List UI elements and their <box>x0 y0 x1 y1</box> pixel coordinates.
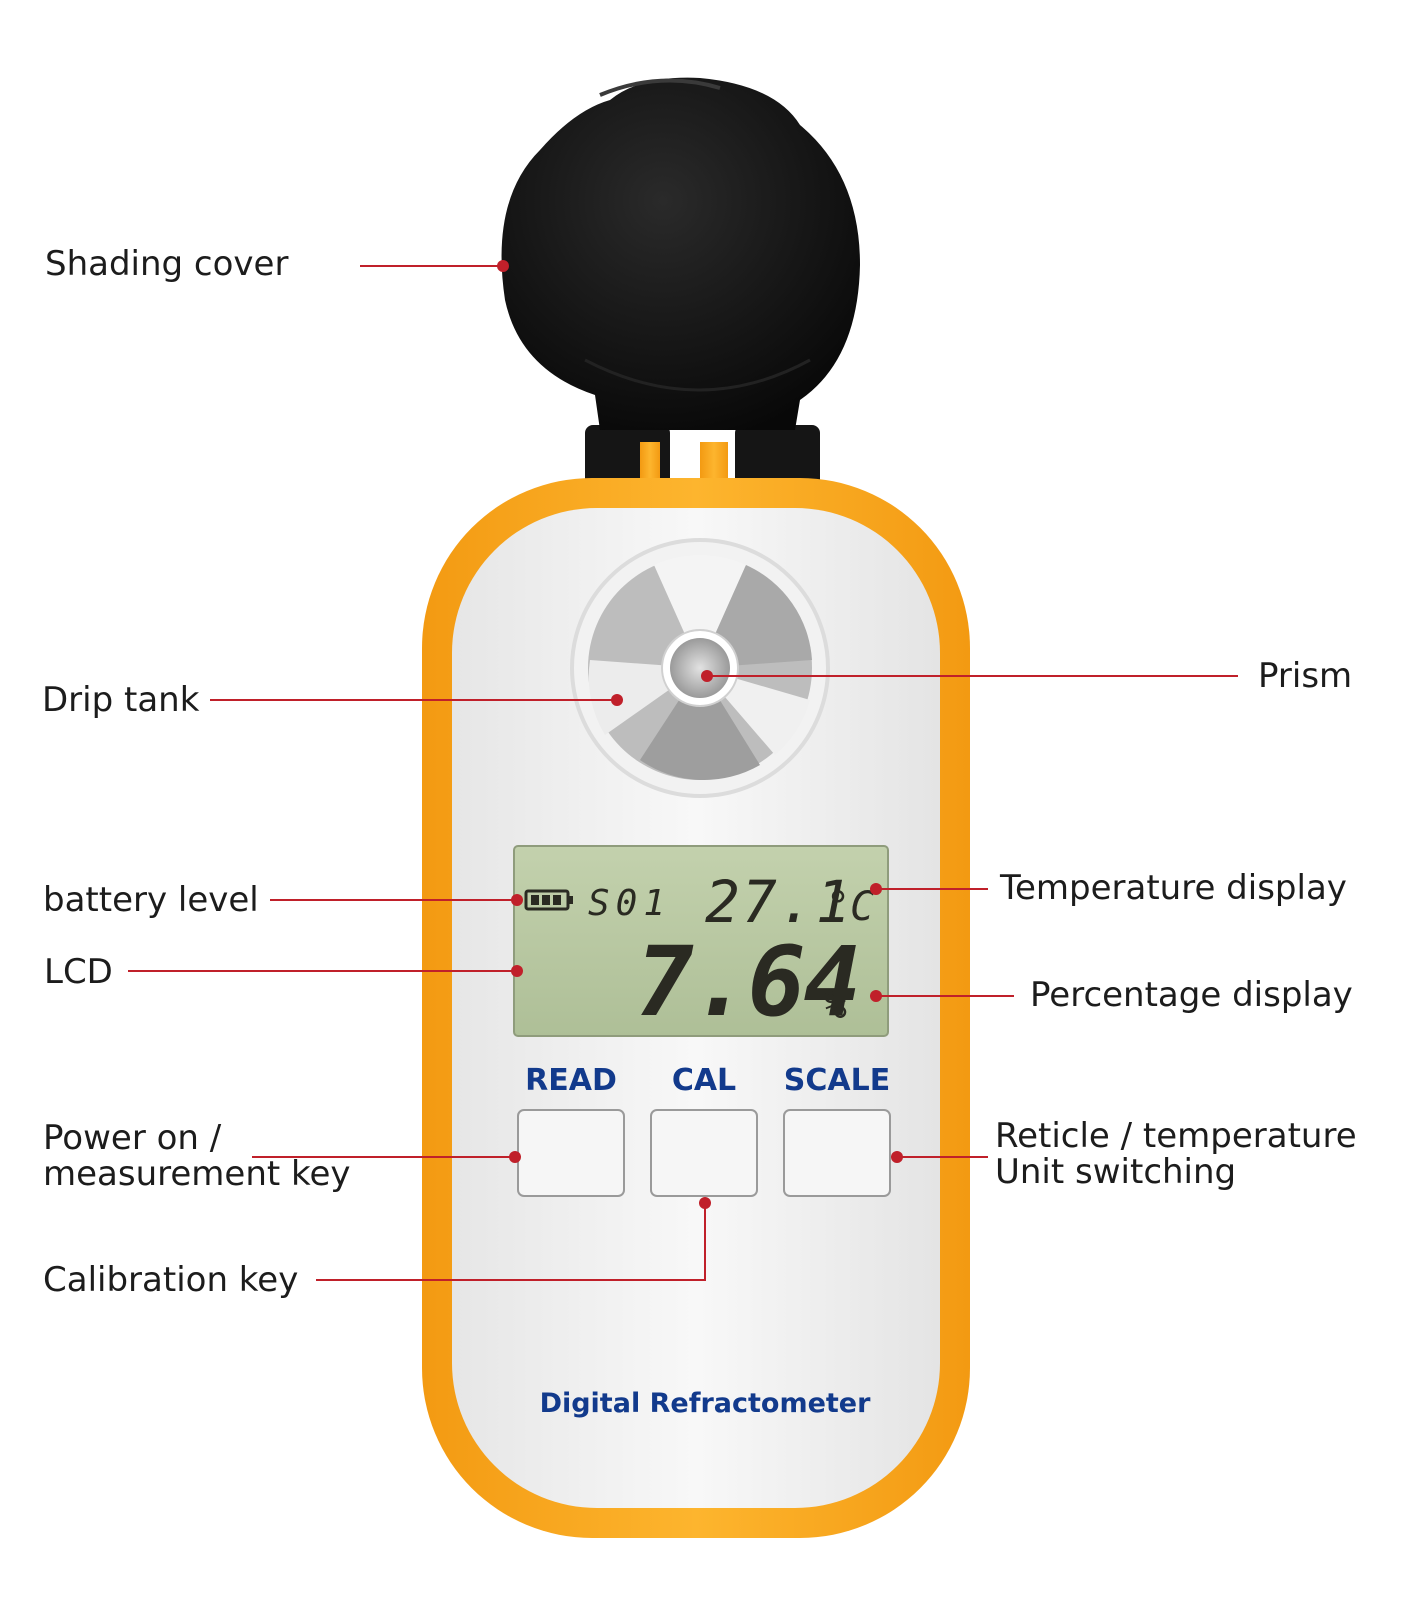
battery-icon <box>524 889 573 911</box>
brand-name: Digital Refractometer <box>539 1388 871 1419</box>
label-lcd: LCD <box>44 952 113 992</box>
prism <box>670 638 730 698</box>
drip-tank <box>570 538 830 798</box>
lcd-temperature: 27.1 <box>705 868 853 936</box>
shading-cover <box>501 77 860 490</box>
scale-key-label: SCALE <box>783 1063 891 1098</box>
leader-dots <box>497 260 903 1209</box>
lcd-screen: S01 27.1 °C 7.64 % <box>513 845 889 1038</box>
label-prism: Prism <box>1258 656 1353 696</box>
label-power-key: Power on / measurement key <box>43 1120 351 1192</box>
label-temperature-display: Temperature display <box>1000 868 1347 908</box>
label-power-key-line2: measurement key <box>43 1154 351 1194</box>
cal-key-label: CAL <box>671 1063 737 1098</box>
read-key[interactable] <box>517 1109 625 1197</box>
label-percentage-display: Percentage display <box>1030 975 1353 1015</box>
label-shading-cover: Shading cover <box>45 244 289 284</box>
leader-lines <box>128 265 1238 1281</box>
lcd-scale-code: S01 <box>588 883 671 924</box>
label-reticle-key-line1: Reticle / temperature <box>995 1116 1357 1156</box>
lcd-temp-unit: °C <box>826 884 874 930</box>
label-drip-tank: Drip tank <box>42 680 200 720</box>
label-battery-level: battery level <box>43 880 259 920</box>
lcd-reading: 7.64 <box>636 926 859 1038</box>
scale-key[interactable] <box>783 1109 891 1197</box>
read-key-label: READ <box>525 1063 617 1098</box>
cal-key[interactable] <box>650 1109 758 1197</box>
label-reticle-key-line2: Unit switching <box>995 1152 1237 1192</box>
keypad <box>517 1109 891 1197</box>
label-power-key-line1: Power on / <box>43 1118 222 1158</box>
lcd-reading-unit: % <box>824 983 847 1027</box>
label-calibration-key: Calibration key <box>43 1260 299 1300</box>
label-reticle-key: Reticle / temperature Unit switching <box>995 1118 1357 1190</box>
